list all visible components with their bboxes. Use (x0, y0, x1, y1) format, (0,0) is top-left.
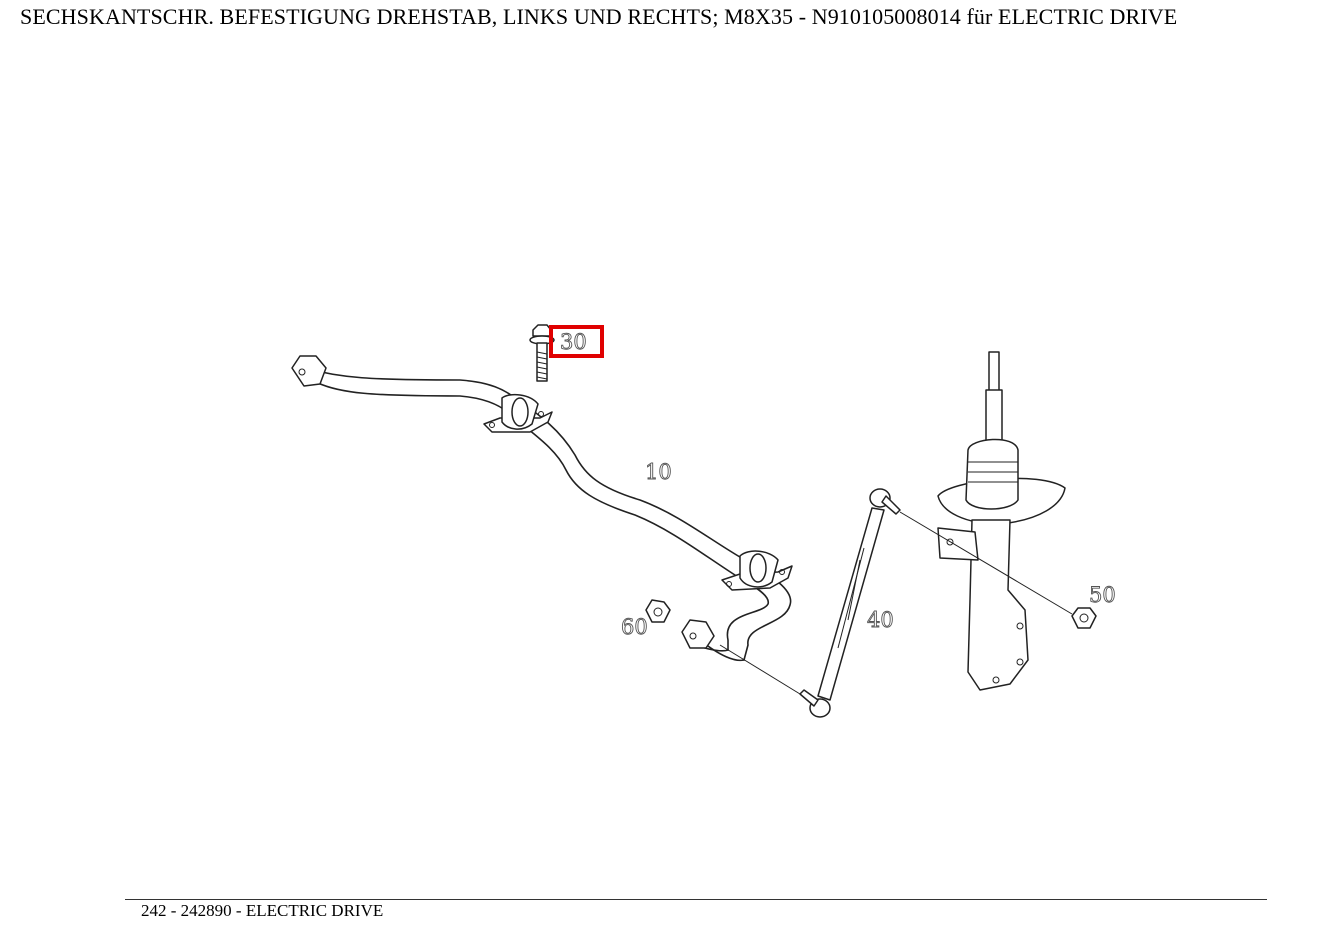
callout-60[interactable]: 60 (621, 615, 649, 640)
footer-caption: 242 - 242890 - ELECTRIC DRIVE (141, 901, 384, 920)
callout-40[interactable]: 40 (867, 608, 895, 633)
page-title: SECHSKANTSCHR. BEFESTIGUNG DREHSTAB, LIN… (20, 4, 1178, 29)
bushing-bracket-right[interactable] (721, 550, 793, 591)
callout-10[interactable]: 10 (645, 460, 673, 485)
callout-highlight-box (549, 325, 604, 358)
footer-divider (125, 899, 1267, 900)
nut-60[interactable] (645, 599, 671, 623)
stabilizer-bar[interactable] (291, 355, 792, 662)
nut-50[interactable] (1071, 607, 1097, 629)
callout-30[interactable]: 30 (560, 330, 588, 355)
suspension-strut (937, 351, 1066, 691)
leader-lines (719, 511, 1073, 695)
stabilizer-link[interactable] (799, 488, 901, 718)
callout-50[interactable]: 50 (1089, 583, 1117, 608)
bushing-bracket-left[interactable] (483, 393, 553, 433)
hex-bolt[interactable] (529, 324, 555, 382)
